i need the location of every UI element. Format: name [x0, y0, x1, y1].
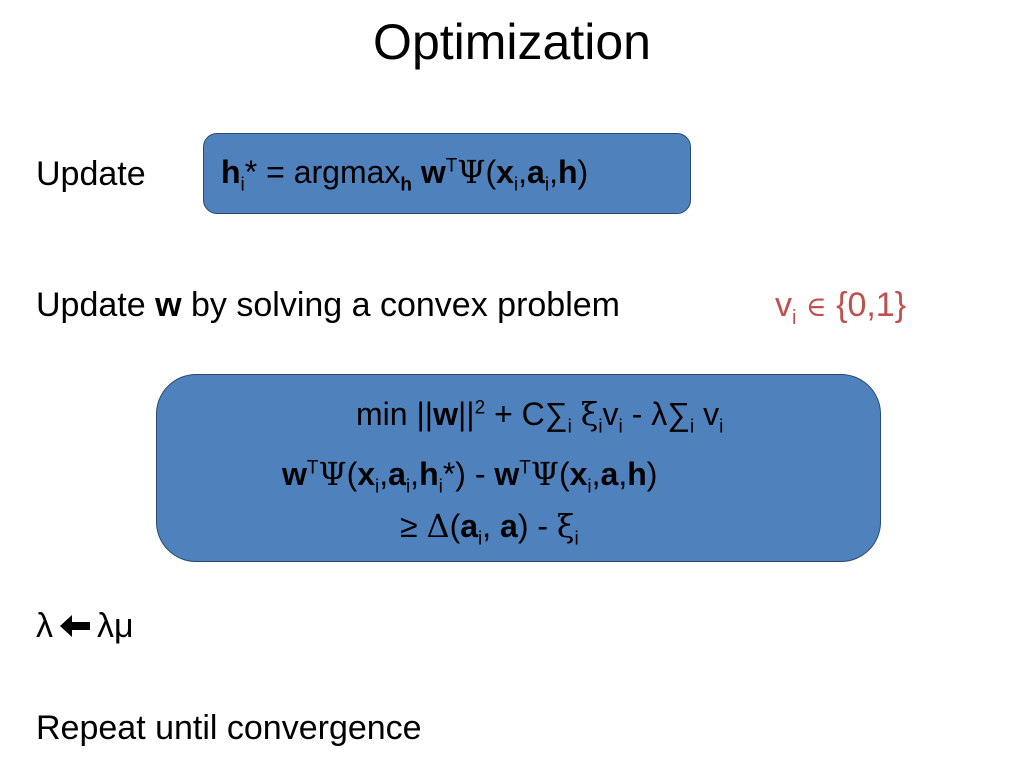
transpose-T: T — [445, 155, 458, 177]
step2-suffix: by solving a convex problem — [191, 286, 621, 324]
paren-open: ( — [558, 456, 570, 492]
subscript-i: i — [405, 476, 411, 498]
argmax-subscript-h: h — [400, 174, 413, 196]
var-x: x — [569, 456, 588, 492]
norm-bars: || — [457, 396, 475, 432]
delta-symbol: Δ — [426, 507, 450, 545]
constraint-line: wTΨ(xi,ai,hi*) - wTΨ(xi,a,h) — [282, 455, 658, 498]
geq-symbol: ≥ — [400, 508, 427, 544]
psi-symbol: Ψ — [318, 455, 347, 493]
psi-symbol: Ψ — [530, 455, 559, 493]
paren-close: ) — [577, 154, 589, 190]
var-x: x — [357, 456, 376, 492]
paren-open: ( — [449, 508, 461, 544]
step1-label: Update — [36, 155, 146, 193]
latent-update-formula: hi* = argmaxh wTΨ(xi,ai,h) — [221, 153, 589, 194]
transpose-T: T — [519, 457, 531, 479]
sum-symbol: ∑ — [544, 396, 568, 432]
subscript-i: i — [567, 416, 572, 438]
var-x: x — [496, 154, 514, 190]
argmax-text: = argmax — [257, 154, 401, 190]
v-domain-annotation: vi ∈ {0,1} — [775, 285, 907, 329]
subscript-i: i — [574, 528, 579, 550]
var-h: h — [221, 154, 241, 190]
separator: , — [482, 508, 501, 544]
var-a: a — [527, 154, 545, 190]
objective-line: min ||w||2 + C∑i ξivi - λ∑i vi — [356, 395, 723, 436]
xi-symbol: ξ — [580, 395, 599, 433]
var-v: v — [775, 286, 792, 324]
convex-problem-box — [156, 374, 881, 562]
margin-line: ≥ Δ(ai, a) - ξi — [400, 507, 579, 548]
superscript-2: 2 — [474, 397, 486, 419]
binary-set: {0,1} — [836, 286, 907, 324]
min-text: min || — [356, 396, 434, 432]
latent-update-box — [203, 133, 691, 214]
sum-symbol: ∑ — [667, 396, 691, 432]
var-a: a — [600, 456, 619, 492]
xi-symbol: ξ — [556, 507, 575, 545]
comma: , — [518, 154, 528, 190]
step2-var-w: w — [155, 286, 182, 324]
var-w: w — [433, 396, 458, 432]
subscript-i: i — [690, 416, 695, 438]
plus-c: + C — [485, 396, 545, 432]
slide-title: Optimization — [373, 14, 651, 70]
star: * — [244, 154, 258, 190]
comma: , — [549, 154, 558, 190]
paren-open: ( — [485, 154, 497, 190]
subscript-i: i — [719, 416, 724, 438]
subscript-i: i — [478, 528, 483, 550]
subscript-i: i — [438, 476, 443, 498]
subscript-i: i — [240, 174, 245, 196]
paren-open: ( — [346, 456, 358, 492]
subscript-i: i — [544, 174, 550, 196]
var-a: a — [388, 456, 406, 492]
subscript-i: i — [618, 416, 623, 438]
var-v: v — [703, 396, 720, 432]
var-h: h — [627, 456, 647, 492]
paren-close: ) — [646, 456, 658, 492]
psi-symbol: Ψ — [457, 153, 486, 191]
minus-lambda: - λ — [631, 396, 668, 432]
var-a: a — [500, 508, 518, 544]
subscript-i: i — [598, 416, 603, 438]
element-of-symbol: ∈ — [805, 290, 827, 323]
var-w: w — [420, 154, 446, 190]
lambda-update: λ λμ — [36, 606, 134, 648]
lambda-symbol: λ — [36, 607, 53, 645]
left-arrow-icon — [59, 608, 91, 648]
close-minus: ) - — [517, 508, 557, 544]
star: * — [442, 456, 456, 492]
transpose-T: T — [306, 457, 319, 479]
step2-text: Update w by solving a convex problem — [36, 285, 620, 325]
subscript-i: i — [792, 306, 797, 329]
var-w: w — [282, 456, 307, 492]
step2-prefix: Update — [36, 286, 146, 324]
lambda-mu: λμ — [97, 607, 134, 645]
var-h: h — [419, 456, 439, 492]
subscript-i: i — [375, 476, 380, 498]
var-w: w — [494, 456, 520, 492]
close-minus: ) - — [455, 456, 495, 492]
var-v: v — [602, 396, 619, 432]
repeat-text: Repeat until convergence — [36, 709, 422, 747]
var-a: a — [460, 508, 479, 544]
subscript-i: i — [587, 476, 592, 498]
subscript-i: i — [513, 174, 519, 196]
var-h: h — [557, 154, 578, 190]
